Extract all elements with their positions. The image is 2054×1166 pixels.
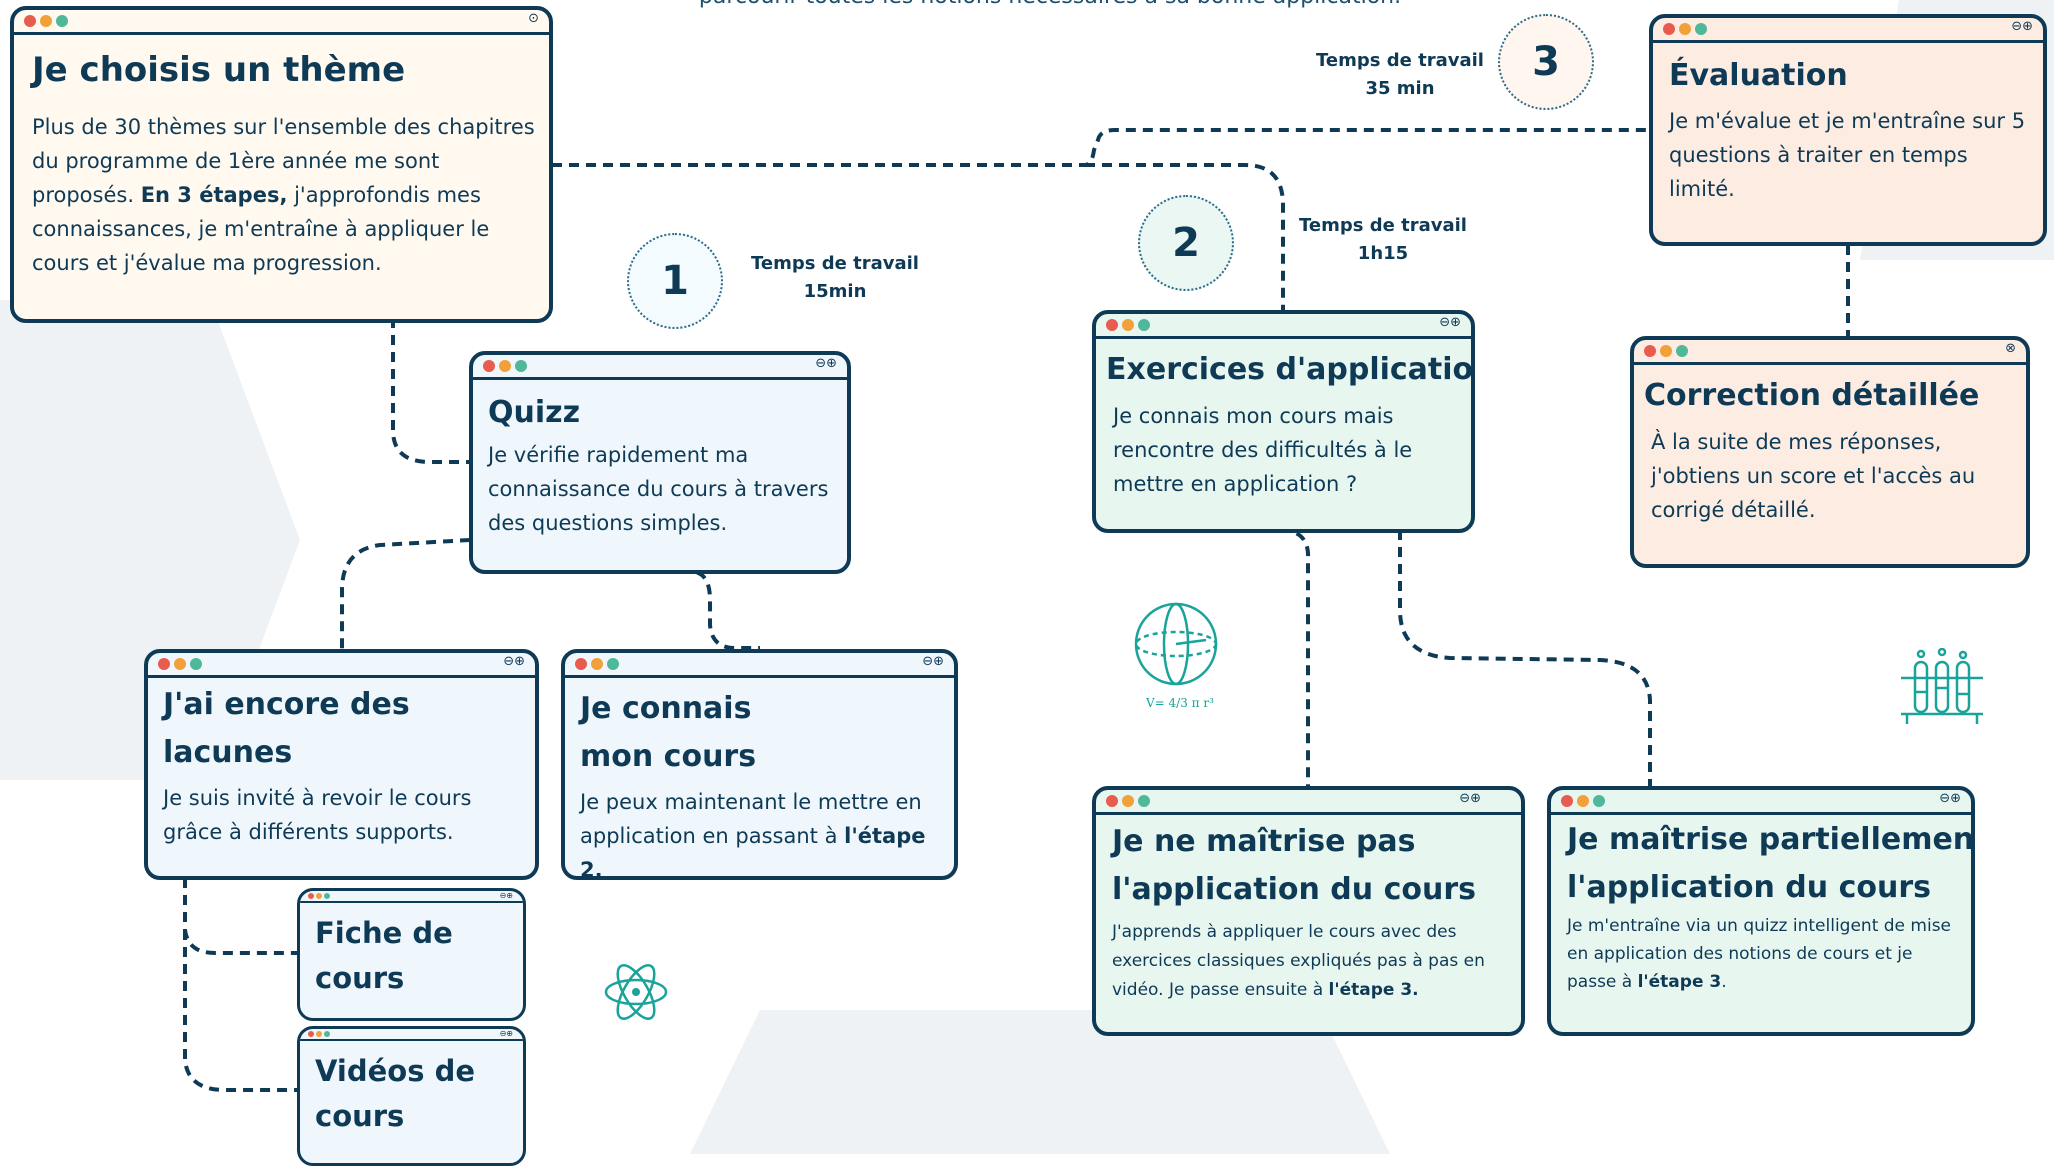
nemaitrise-text: J'apprends à appliquer le cours avec des… (1112, 922, 1485, 1000)
window-dots-icon (1106, 319, 1150, 331)
window-bar: ⊗ (1634, 340, 2026, 365)
line-exercices-partiel (1398, 530, 1652, 790)
line-exercices-nemaitrise (1279, 528, 1311, 790)
partiel-text: Je m'entraîne via un quizz intelligent d… (1567, 916, 1952, 992)
close-circle-icon: ⊗ (2005, 341, 2016, 356)
test-tubes-icon (1897, 647, 1987, 728)
theme-title: Je choisis un thème (32, 50, 406, 90)
window-bar: ⊖⊕ (473, 355, 847, 380)
connais-text: Je peux maintenant le mettre en applicat… (580, 790, 926, 880)
window-bar: ⊖⊕ (1096, 790, 1521, 815)
window-bar: ⊖⊕ (1551, 790, 1971, 815)
line-theme-exercices (1085, 163, 1285, 310)
window-dots-icon (575, 658, 619, 670)
line-theme-evaluation (552, 128, 1650, 167)
window-dots-icon (308, 893, 330, 899)
nav-arrows-icon: ⊖⊕ (1439, 315, 1461, 330)
window-bar: ⊙ (14, 10, 549, 35)
window-dots-icon (158, 658, 202, 670)
arrow-right-circle-icon: ⊙ (528, 11, 539, 26)
atom-icon (602, 958, 670, 1026)
evaluation-title: Évaluation (1669, 58, 1848, 93)
nav-arrows-icon: ⊖⊕ (499, 1029, 513, 1038)
line-lacunes-videos (183, 930, 300, 1092)
nav-arrows-icon: ⊖⊕ (2011, 19, 2033, 34)
quizz-text: Je vérifie rapidement ma connaissance du… (488, 443, 829, 535)
window-dots-icon (1644, 345, 1688, 357)
nav-arrows-icon: ⊖⊕ (1939, 791, 1961, 806)
quizz-title: Quizz (488, 395, 581, 430)
window-bar: ⊖⊕ (1653, 18, 2043, 43)
correction-card: ⊗ Correction détaillée À la suite de mes… (1630, 336, 2030, 568)
window-dots-icon (1106, 795, 1150, 807)
window-bar: ⊖⊕ (300, 891, 523, 903)
line-lacunes-fiche (183, 878, 300, 955)
step-2-badge: 2 (1138, 195, 1234, 291)
nav-arrows-icon: ⊖⊕ (499, 891, 513, 900)
window-bar: ⊖⊕ (565, 653, 954, 678)
nav-arrows-icon: ⊖⊕ (922, 654, 944, 669)
evaluation-card: ⊖⊕ Évaluation Je m'évalue et je m'entraî… (1649, 14, 2047, 246)
window-dots-icon (483, 360, 527, 372)
exercices-card: ⊖⊕ Exercices d'application Je connais mo… (1092, 310, 1475, 533)
line-quizz-lacunes (340, 538, 471, 650)
window-dots-icon (308, 1031, 330, 1037)
exercices-title: Exercices d'application (1106, 352, 1475, 387)
nav-arrows-icon: ⊖⊕ (1459, 791, 1481, 806)
exercices-text: Je connais mon cours mais rencontre des … (1113, 404, 1413, 496)
theme-text: Plus de 30 thèmes sur l'ensemble des cha… (32, 115, 535, 275)
window-dots-icon (1561, 795, 1605, 807)
correction-text: À la suite de mes réponses, j'obtiens un… (1651, 430, 1976, 522)
nav-arrows-icon: ⊖⊕ (815, 356, 837, 371)
lacunes-text: Je suis invité à revoir le cours grâce à… (163, 786, 472, 844)
intro-text: parcourir toutes les notions nécessaires… (600, 0, 1500, 9)
line-quizz-connais (680, 570, 760, 650)
step-1-badge: 1 (627, 233, 723, 329)
window-bar: ⊖⊕ (1096, 314, 1471, 339)
quizz-card: ⊖⊕ Quizz Je vérifie rapidement ma connai… (469, 351, 851, 574)
window-dots-icon (1663, 23, 1707, 35)
window-bar: ⊖⊕ (148, 653, 535, 678)
sphere-icon: V= 4/3 π r³ (1128, 600, 1228, 720)
correction-title: Correction détaillée (1644, 378, 1980, 413)
window-bar: ⊖⊕ (300, 1029, 523, 1041)
evaluation-text: Je m'évalue et je m'entraîne sur 5 quest… (1669, 109, 2026, 201)
step-3-badge: 3 (1498, 14, 1594, 110)
nav-arrows-icon: ⊖⊕ (503, 654, 525, 669)
sphere-formula: V= 4/3 π r³ (1146, 696, 1214, 710)
theme-card: ⊙ Je choisis un thème Plus de 30 thèmes … (10, 6, 553, 323)
line-theme-quizz (391, 318, 470, 464)
window-dots-icon (24, 15, 68, 27)
